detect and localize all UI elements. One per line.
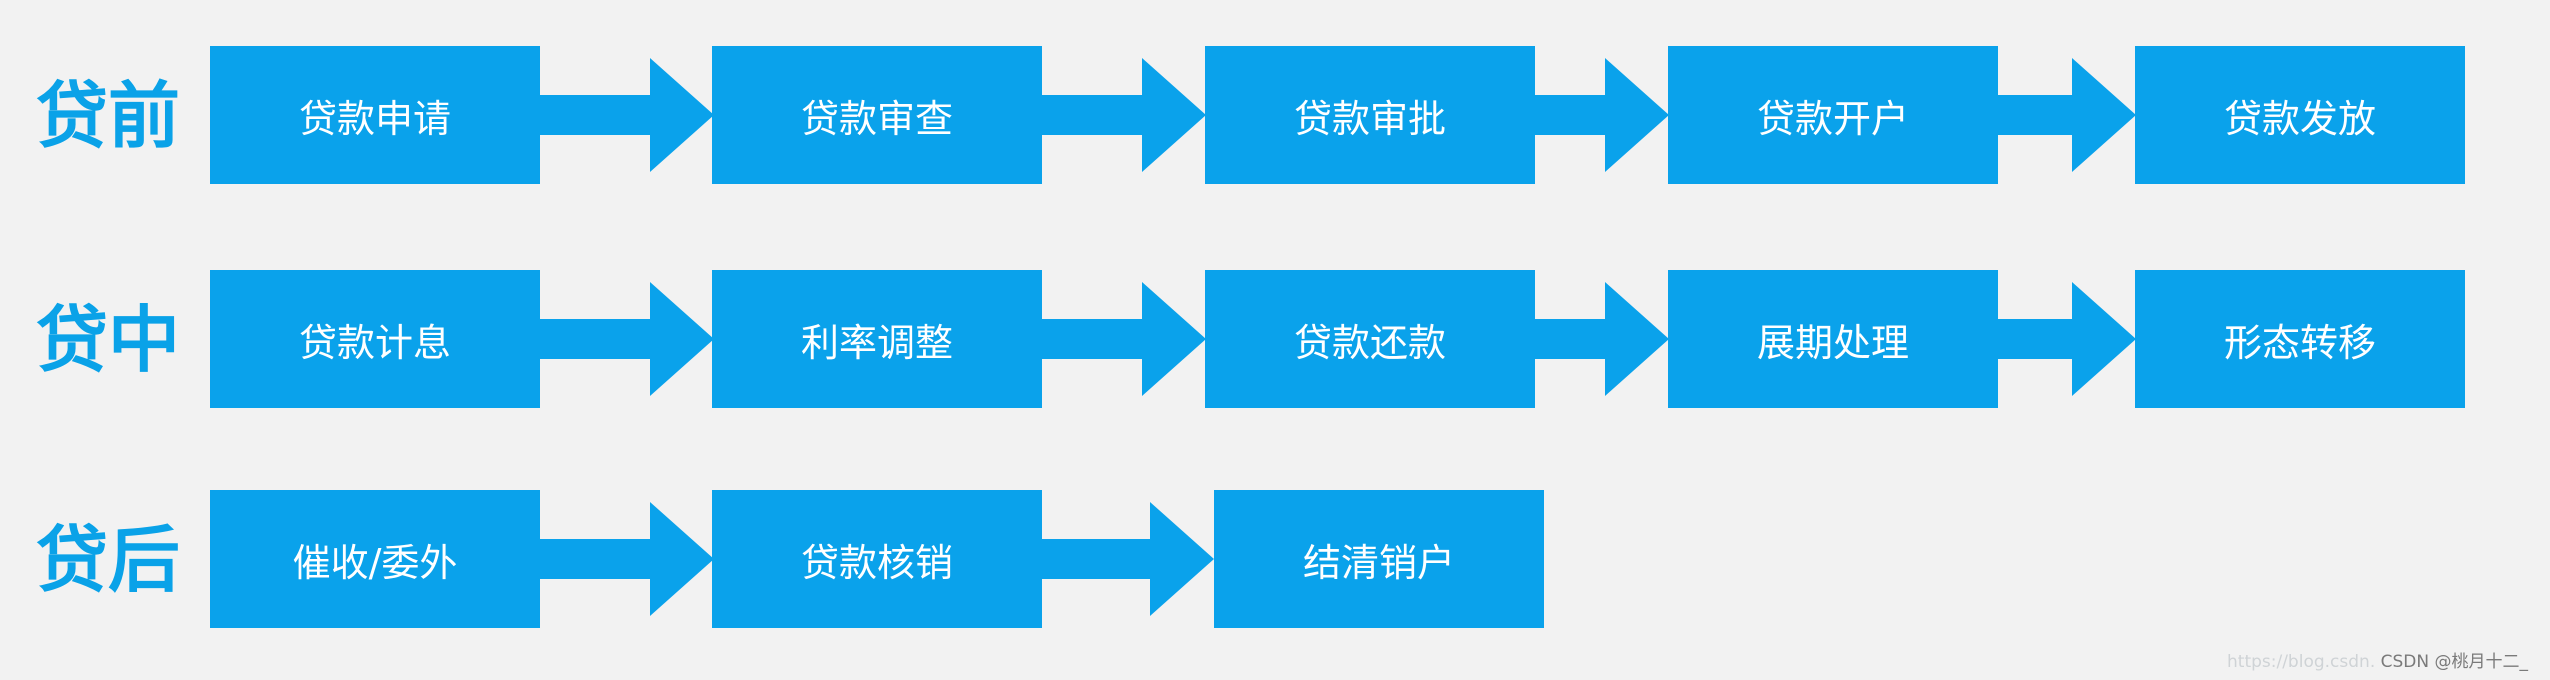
stage-label-pre-loan: 贷前 xyxy=(36,74,181,158)
step-interest-accrual: 贷款计息 xyxy=(210,270,540,408)
stage-label-post-loan: 贷后 xyxy=(36,518,181,602)
step-extension-handling: 展期处理 xyxy=(1668,270,1998,408)
flow-arrow xyxy=(1042,502,1214,616)
step-loan-review: 贷款审查 xyxy=(712,46,1042,184)
step-loan-write-off: 贷款核销 xyxy=(712,490,1042,628)
flow-arrow xyxy=(1998,58,2136,172)
flow-arrow xyxy=(1042,58,1206,172)
step-loan-repayment: 贷款还款 xyxy=(1205,270,1535,408)
flow-arrow xyxy=(540,58,714,172)
step-loan-application: 贷款申请 xyxy=(210,46,540,184)
flow-arrow xyxy=(1998,282,2136,396)
step-loan-account-opening: 贷款开户 xyxy=(1668,46,1998,184)
step-settlement-account-closure: 结清销户 xyxy=(1214,490,1544,628)
step-loan-approval: 贷款审批 xyxy=(1205,46,1535,184)
flow-arrow xyxy=(1042,282,1206,396)
step-loan-disbursement: 贷款发放 xyxy=(2135,46,2465,184)
flow-arrow xyxy=(540,502,714,616)
stage-label-in-loan: 贷中 xyxy=(36,298,181,382)
flow-arrow xyxy=(540,282,714,396)
step-collection-outsourcing: 催收/委外 xyxy=(210,490,540,628)
watermark-url: https://blog.csdn. xyxy=(2227,652,2376,672)
flow-arrow xyxy=(1535,58,1669,172)
watermark: https://blog.csdn. CSDN @桃月十二_ xyxy=(2227,647,2528,672)
step-status-transfer: 形态转移 xyxy=(2135,270,2465,408)
flow-arrow xyxy=(1535,282,1669,396)
step-rate-adjustment: 利率调整 xyxy=(712,270,1042,408)
watermark-author: CSDN @桃月十二_ xyxy=(2380,652,2528,672)
